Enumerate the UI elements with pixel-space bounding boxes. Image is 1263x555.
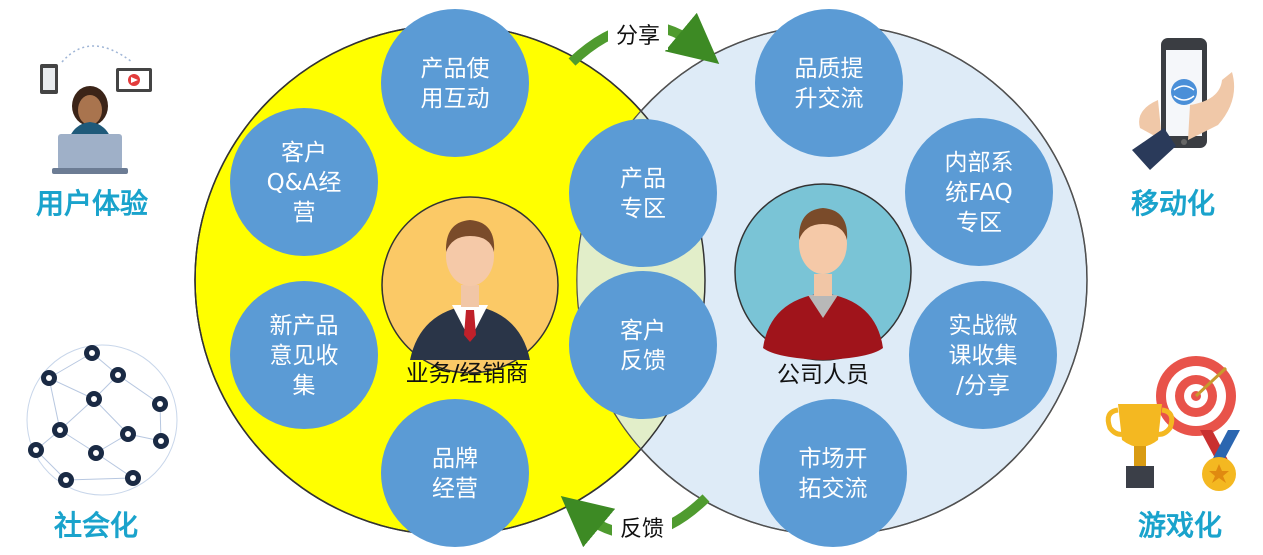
right-topic-label-line: 市场开	[799, 446, 868, 472]
trophy-target-medal-icon	[1105, 356, 1240, 491]
center-topic-label-line: 客户	[620, 318, 666, 344]
company-person-avatar	[734, 183, 912, 361]
right-topic-label-line: 内部系	[945, 150, 1014, 176]
left-topic-circle	[230, 108, 378, 256]
corner-mobility: 移动化	[1131, 187, 1215, 220]
share-label: 分享	[616, 24, 660, 49]
left-topic-circle	[230, 281, 378, 429]
feedback-arrow	[560, 494, 710, 548]
left-topic-label-line: 客户	[281, 140, 327, 166]
left-topic-label-line: 营	[293, 200, 316, 226]
center-topic-circle	[569, 271, 717, 419]
social-network-icon	[26, 344, 178, 496]
business-person-avatar	[381, 196, 559, 374]
right-topic-label-line: 统FAQ	[945, 180, 1013, 206]
hand-holding-phone-icon	[1132, 38, 1235, 170]
corner-user-experience: 用户体验	[36, 187, 148, 220]
feedback-label: 反馈	[620, 517, 664, 542]
user-at-laptop-icon	[40, 45, 152, 174]
center-topic-circle	[569, 119, 717, 267]
corner-gamification: 游戏化	[1138, 509, 1222, 542]
left-topic-bubble: 客户 Q&A经营	[230, 108, 378, 256]
right-topic-circle	[909, 281, 1057, 429]
center-topic-label-line: 反馈	[620, 348, 666, 374]
share-arrow	[568, 12, 720, 66]
right-topic-circle	[755, 9, 903, 157]
right-topic-label-line: 实战微	[949, 313, 1018, 339]
right-topic-circle	[759, 399, 907, 547]
left-topic-label-line: Q&A经	[267, 170, 342, 196]
left-topic-circle	[381, 9, 529, 157]
company-person-label: 公司人员	[777, 362, 869, 388]
right-topic-label-line: 升交流	[795, 86, 864, 112]
right-topic-label-line: 课收集	[949, 343, 1018, 369]
left-topic-label-line: 品牌	[432, 446, 478, 472]
business-person-label: 业务/经销商	[406, 361, 529, 387]
left-topic-label-line: 用互动	[421, 86, 490, 112]
left-topic-label-line: 集	[293, 373, 316, 399]
left-topic-label-line: 经营	[432, 476, 478, 502]
right-topic-label-line: 专区	[956, 210, 1002, 236]
center-topic-label-line: 专区	[620, 196, 666, 222]
corner-socialization: 社会化	[54, 509, 138, 542]
right-topic-label-line: 品质提	[795, 56, 864, 82]
right-topic-label-line: 拓交流	[799, 476, 868, 502]
left-topic-label-line: 新产品	[270, 313, 339, 339]
left-topic-label-line: 产品使	[421, 56, 490, 82]
right-topic-label-line: /分享	[956, 373, 1010, 399]
center-topic-label-line: 产品	[620, 166, 666, 192]
left-topic-circle	[381, 399, 529, 547]
left-topic-label-line: 意见收	[270, 343, 339, 369]
right-topic-circle	[905, 118, 1053, 266]
